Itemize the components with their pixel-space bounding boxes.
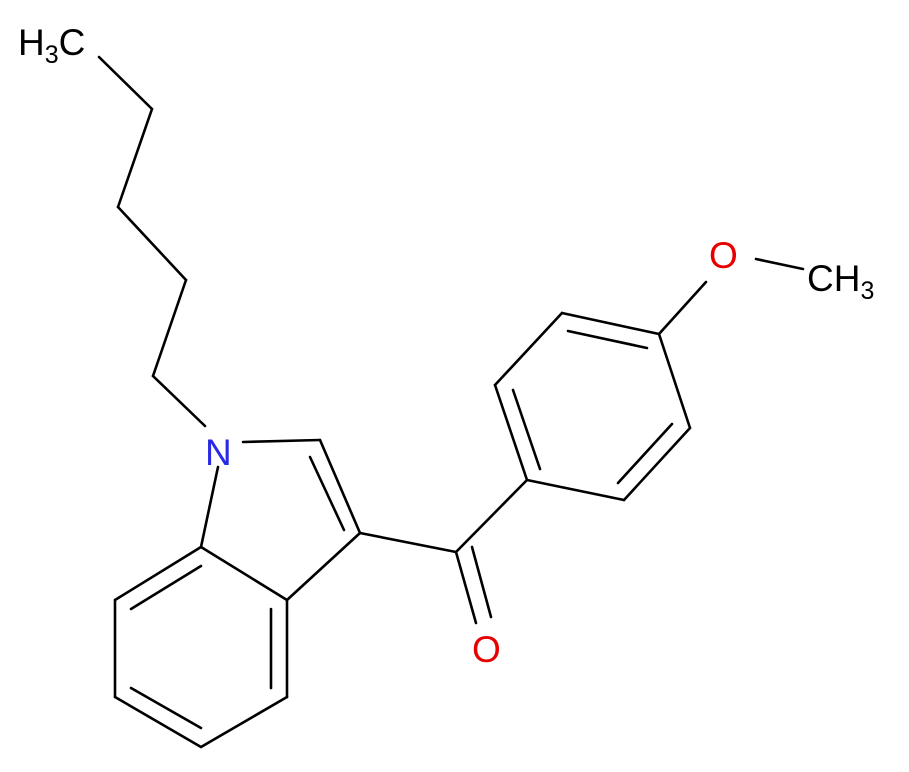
indole-bonds (113, 438, 362, 749)
carbonyl-bonds (358, 478, 529, 625)
bond-c7-c7a-inner (129, 564, 203, 611)
bond-c2-c3-inner (308, 455, 346, 532)
bond-c3-c3a (285, 531, 362, 602)
bond-c7a-c3a (199, 545, 289, 602)
bond-c5-c6-inner (129, 686, 203, 730)
bond-n-c2 (241, 438, 322, 444)
atom-labels: H3C N O CH3 O (18, 22, 874, 670)
bond-carbonyl-o-a (454, 550, 478, 625)
methoxy-methyl-label: CH3 (807, 258, 874, 305)
bond-c3-c4 (116, 205, 188, 282)
carbonyl-oxygen-label: O (472, 629, 501, 670)
bond-carbonyl-ring (454, 478, 529, 554)
bond-c2-c3-outer (318, 438, 362, 535)
bond-c4-c5 (199, 695, 289, 749)
bond-ph-c5-c6 (493, 311, 564, 387)
bond-c5-c6 (113, 695, 203, 749)
bond-ph-c2-c3-inner (616, 422, 674, 485)
bond-ph-c3-c4 (657, 332, 692, 430)
bond-c2-c3 (116, 107, 154, 209)
bond-carbonyl-o-b (470, 545, 493, 619)
bond-c1-c2 (97, 55, 154, 111)
bond-ph-c2-c3 (622, 426, 692, 502)
bond-c4-c5 (151, 278, 188, 378)
bond-ph-c1-c2 (525, 478, 626, 502)
pentyl-chain-bonds (97, 55, 207, 428)
bond-c3-carbonyl (358, 531, 458, 554)
methyl-label: H3C (18, 22, 85, 69)
bond-c7-c7a (113, 545, 203, 602)
bond-c5-n (151, 374, 207, 428)
ether-oxygen-label: O (709, 235, 738, 276)
methoxyphenyl-bonds (493, 257, 805, 502)
nitrogen-label: N (205, 432, 232, 473)
bond-ph-o (657, 280, 708, 336)
bond-ph-c4-c5 (560, 311, 661, 336)
bond-ph-c6-c1-inner (511, 388, 542, 471)
bond-o-ch3 (754, 257, 805, 271)
bond-ph-c4-c5-inner (566, 329, 649, 350)
bond-ph-c6-c1 (493, 383, 529, 482)
bond-n-c7a (199, 465, 220, 549)
